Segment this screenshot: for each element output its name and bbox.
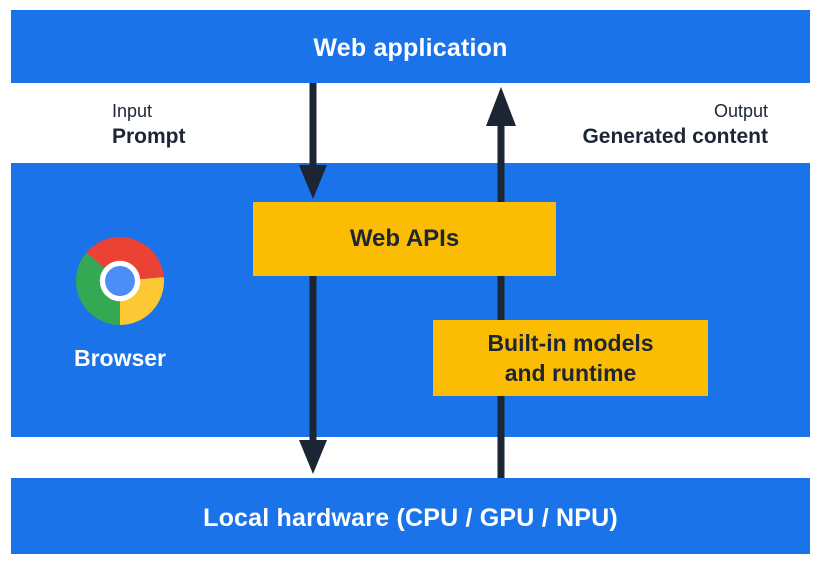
web-application-label: Web application [313,34,508,62]
output-value-generated-content: Generated content [582,125,768,148]
input-value-prompt: Prompt [112,125,186,148]
output-title: Output [713,101,768,121]
local-hardware-band: Local hardware (CPU / GPU / NPU) [11,478,810,554]
builtin-models-label-line1: Built-in models [487,330,654,356]
chrome-browser-logo-icon [76,237,164,325]
web-apis-box: Web APIs [253,202,556,276]
output-label-group: Output Generated content [582,99,768,150]
browser-label: Browser [73,345,167,371]
web-application-band: Web application [11,10,810,83]
input-title: Input [112,101,153,121]
input-label-group: Input Prompt [112,99,186,150]
builtin-models-label-line2: and runtime [504,360,637,386]
local-hardware-label: Local hardware (CPU / GPU / NPU) [203,504,618,532]
web-apis-label: Web APIs [349,225,460,252]
builtin-models-box: Built-in models and runtime [433,320,708,396]
